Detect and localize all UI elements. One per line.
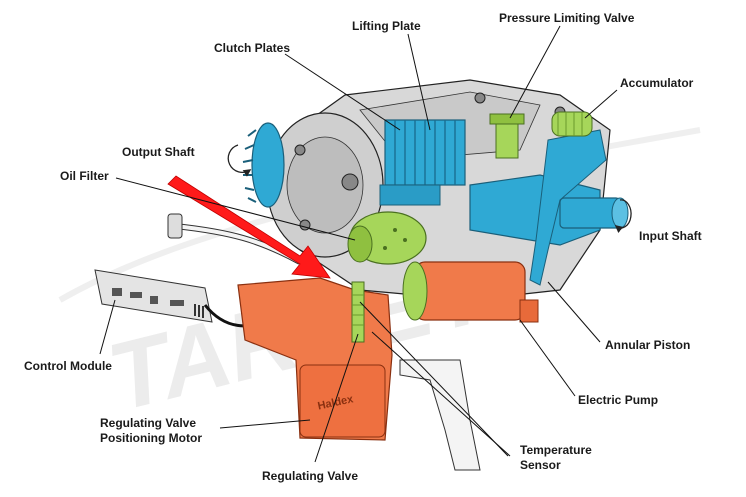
input-shaft-rotation-icon — [614, 199, 632, 233]
electric-pump-part — [402, 261, 539, 323]
label-electric-pump: Electric Pump — [578, 393, 658, 407]
label-annular-piston: Annular Piston — [605, 338, 690, 352]
label-regulating-valve: Regulating Valve — [262, 469, 358, 483]
label-control-module: Control Module — [24, 359, 112, 373]
output-shaft-rotation-icon — [227, 144, 252, 177]
label-pressure-limiting-valve: Pressure Limiting Valve — [499, 11, 635, 25]
label-clutch-plates: Clutch Plates — [214, 41, 290, 55]
label-oil-filter: Oil Filter — [60, 169, 109, 183]
regulating-valve-part — [351, 281, 365, 343]
label-accumulator: Accumulator — [620, 76, 694, 90]
label-regulating-valve-positioning-motor-line2: Positioning Motor — [100, 431, 202, 445]
label-lifting-plate: Lifting Plate — [352, 19, 421, 33]
accumulator-part — [551, 111, 593, 137]
label-temperature-sensor-line1: Temperature — [520, 443, 592, 457]
leader-lines — [99, 25, 618, 463]
labels: Lifting Plate Pressure Limiting Valve Cl… — [24, 11, 702, 483]
label-regulating-valve-positioning-motor-line1: Regulating Valve — [100, 416, 196, 430]
label-temperature-sensor-line2: Sensor — [520, 458, 561, 472]
oil-filter-part — [347, 211, 427, 265]
label-output-shaft: Output Shaft — [122, 145, 195, 159]
input-shaft — [529, 129, 629, 286]
control-module-part — [94, 269, 271, 328]
pressure-limiting-valve-part — [489, 113, 525, 159]
label-input-shaft: Input Shaft — [639, 229, 702, 243]
output-shaft-gear — [242, 122, 285, 208]
